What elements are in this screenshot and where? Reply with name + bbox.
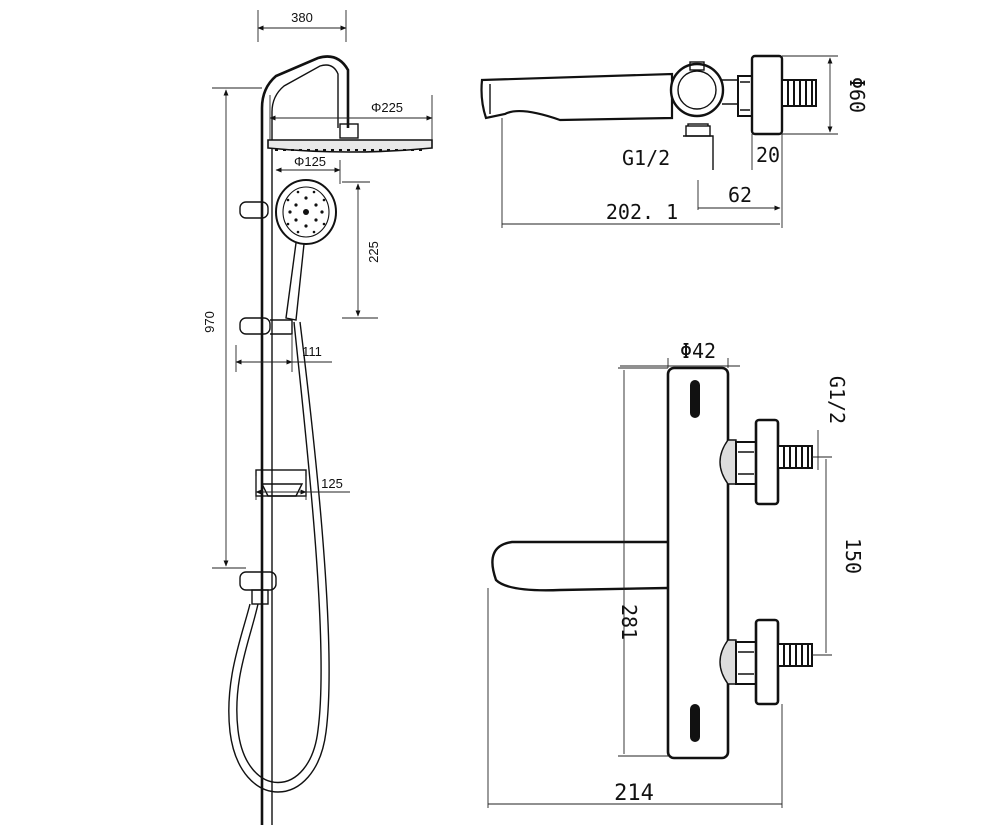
dim-body-length: 281 <box>617 604 641 640</box>
hand-shower <box>275 179 337 321</box>
mixer-body <box>666 366 730 760</box>
spout-top <box>480 72 674 122</box>
lower-inlet-assembly <box>719 618 813 706</box>
dim-holder-offset: 111 <box>302 344 322 359</box>
label-front-thread: G1/2 <box>825 376 849 424</box>
dim-hand-diameter: Φ125 <box>294 154 326 169</box>
shower-hose <box>236 321 322 783</box>
top-slot <box>690 380 700 418</box>
shower-column-view: 380 Φ225 Φ125 225 970 111 125 <box>202 10 433 825</box>
dim-overall-width: 214 <box>614 781 654 806</box>
rain-shower-head <box>267 139 433 153</box>
body-circle <box>669 62 725 118</box>
head-connector <box>339 123 359 139</box>
upper-holder <box>239 201 269 219</box>
dim-overall-depth: 202. 1 <box>606 200 678 224</box>
dim-inlet-offset: 62 <box>728 183 752 207</box>
flange-top <box>750 54 784 136</box>
dim-total-height: 970 <box>202 311 217 333</box>
riser-pipe <box>260 55 350 825</box>
wall-outlet <box>239 571 277 605</box>
mixer-top-view: Φ60 G1/2 20 62 202. 1 <box>480 54 869 228</box>
spout-front <box>491 540 669 592</box>
mixer-front-view: Φ42 G1/2 150 281 214 <box>487 339 865 808</box>
dim-holder-drop: 225 <box>366 241 381 263</box>
dim-front-diameter: Φ42 <box>680 339 716 363</box>
dim-head-diameter: Φ225 <box>371 100 403 115</box>
dim-top-diameter: Φ60 <box>845 77 869 113</box>
label-top-thread: G1/2 <box>622 146 670 170</box>
dim-top-width: 380 <box>291 10 313 25</box>
bottom-slot <box>690 704 700 742</box>
slide-bracket <box>239 317 271 335</box>
upper-inlet-assembly <box>719 418 813 506</box>
dim-soap-dish: 125 <box>321 476 343 491</box>
threaded-inlet-top <box>781 79 817 107</box>
dim-inlet-spacing: 150 <box>841 538 865 574</box>
dim-flange-depth: 20 <box>756 143 780 167</box>
